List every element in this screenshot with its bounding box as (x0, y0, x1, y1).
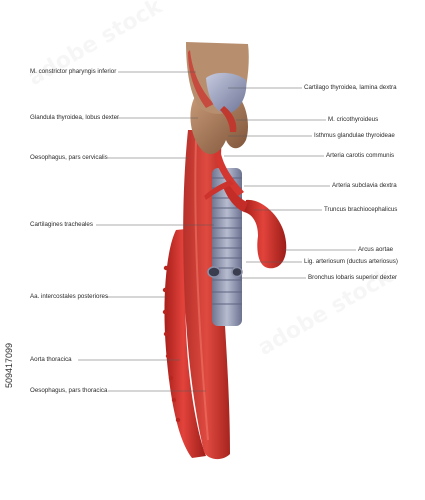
trachea-shape (207, 168, 243, 326)
label-aorta-thoracica: Aorta thoracica (30, 356, 72, 363)
label-lig-arteriosum: Lig. arteriosum (ductus arteriosus) (304, 258, 398, 265)
label-oesophagus-thoracica: Oesophagus, pars thoracica (30, 387, 108, 394)
larynx-shape (186, 42, 249, 132)
label-glandula-thyroidea: Glandula thyroidea, lobus dexter (30, 114, 120, 121)
label-aa-intercostales: Aa. intercostales posteriores (30, 293, 109, 300)
stock-id-text: 509417099 (4, 342, 14, 388)
label-carotis-communis: Arteria carotis communis (326, 152, 395, 159)
aorta-thoracica-shape (162, 228, 206, 458)
label-truncus-brachiocephalicus: Truncus brachiocephalicus (324, 206, 398, 213)
label-oesophagus-cervicalis: Oesophagus, pars cervicalis (30, 154, 108, 161)
label-cartilago-thyroidea: Cartilago thyroidea, lamina dextra (304, 84, 397, 91)
label-cartilagines-tracheales: Cartilagines tracheales (30, 221, 93, 228)
label-isthmus: Isthmus glandulae thyroideae (314, 132, 395, 139)
label-bronchus-lobaris: Bronchus lobaris superior dexter (308, 274, 398, 281)
label-subclavia-dextra: Arteria subclavia dextra (332, 182, 397, 189)
label-cricothyroideus: M. cricothyroideus (328, 116, 379, 123)
label-constrictor-pharyngis: M. constrictor pharyngis inferior (30, 68, 117, 75)
label-arcus-aortae: Arcus aortae (358, 246, 394, 253)
arcus-aortae-shape (222, 180, 287, 269)
carotis-subclavia-shape (204, 150, 244, 200)
leader-lines (78, 71, 356, 392)
